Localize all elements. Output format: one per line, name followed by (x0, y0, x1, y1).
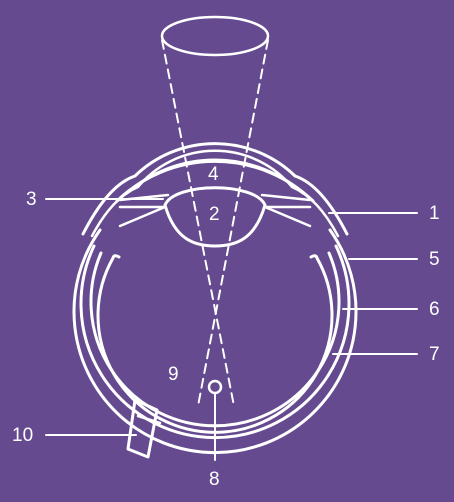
label-10: 10 (12, 425, 33, 446)
label-9: 9 (168, 364, 179, 385)
label-2: 2 (209, 204, 220, 225)
label-3: 3 (26, 189, 37, 210)
blind-spot (209, 381, 221, 393)
label-1: 1 (429, 203, 440, 224)
iris-right-low (265, 207, 310, 226)
label-6: 6 (429, 299, 440, 320)
label-8: 8 (209, 469, 220, 490)
viewed-object (162, 17, 268, 55)
iris-left-low (120, 207, 165, 226)
iris-right-top (262, 195, 310, 200)
leader-lines (46, 199, 417, 460)
label-4: 4 (208, 164, 219, 185)
label-7: 7 (429, 344, 440, 365)
label-5: 5 (429, 249, 440, 270)
